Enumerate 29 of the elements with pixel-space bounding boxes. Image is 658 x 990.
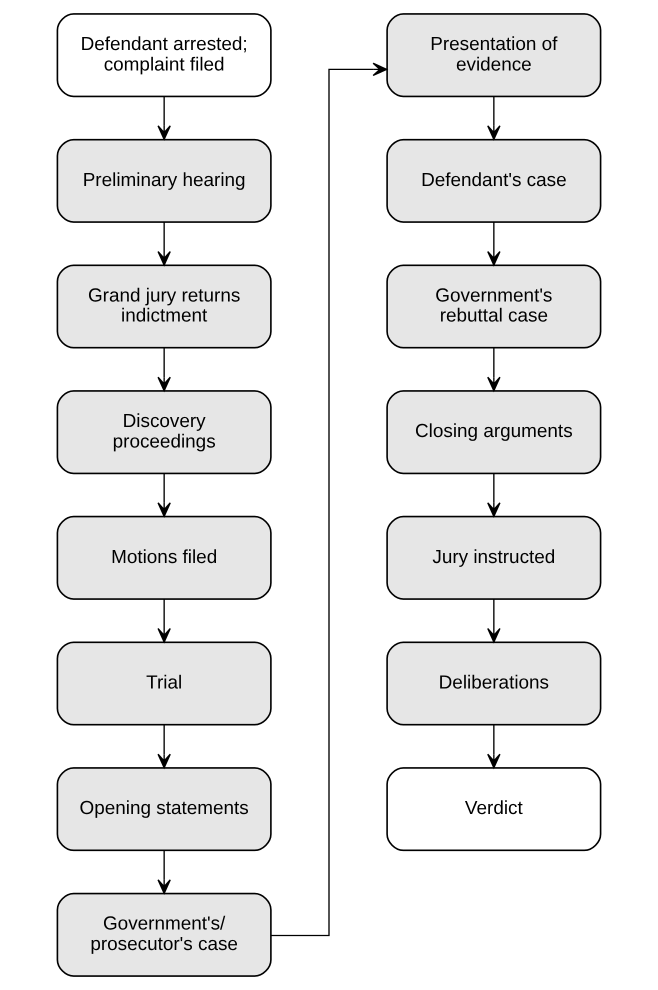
node-box: Defendant arrested; complaint filed bbox=[56, 13, 272, 98]
node-box: Grand jury returns indictment bbox=[56, 264, 272, 349]
arrow bbox=[487, 474, 501, 518]
arrow bbox=[487, 599, 501, 643]
arrow bbox=[487, 96, 501, 140]
arrow bbox=[157, 474, 171, 518]
node-box: Government's rebuttal case bbox=[386, 264, 602, 349]
node-box: Preliminary hearing bbox=[56, 138, 272, 223]
node-box: Government's/ prosecutor's case bbox=[56, 892, 272, 977]
arrow bbox=[157, 850, 171, 894]
arrow bbox=[157, 96, 171, 140]
node-box: Verdict bbox=[386, 767, 602, 852]
arrow bbox=[271, 62, 388, 936]
node-box: Closing arguments bbox=[386, 390, 602, 474]
node-box: Discovery proceedings bbox=[56, 390, 272, 474]
arrow bbox=[157, 599, 171, 643]
node-box: Defendant's case bbox=[386, 138, 602, 223]
arrow bbox=[487, 222, 501, 266]
arrow bbox=[157, 222, 171, 266]
node-box: Trial bbox=[56, 641, 272, 726]
node-box: Motions filed bbox=[56, 516, 272, 600]
arrow bbox=[157, 348, 171, 392]
node-box: Deliberations bbox=[386, 641, 602, 726]
node-box: Presentation of evidence bbox=[386, 13, 602, 98]
arrow bbox=[487, 725, 501, 768]
node-box: Opening statements bbox=[56, 767, 272, 852]
arrow bbox=[487, 348, 501, 392]
arrow bbox=[157, 725, 171, 768]
node-box: Jury instructed bbox=[386, 516, 602, 600]
